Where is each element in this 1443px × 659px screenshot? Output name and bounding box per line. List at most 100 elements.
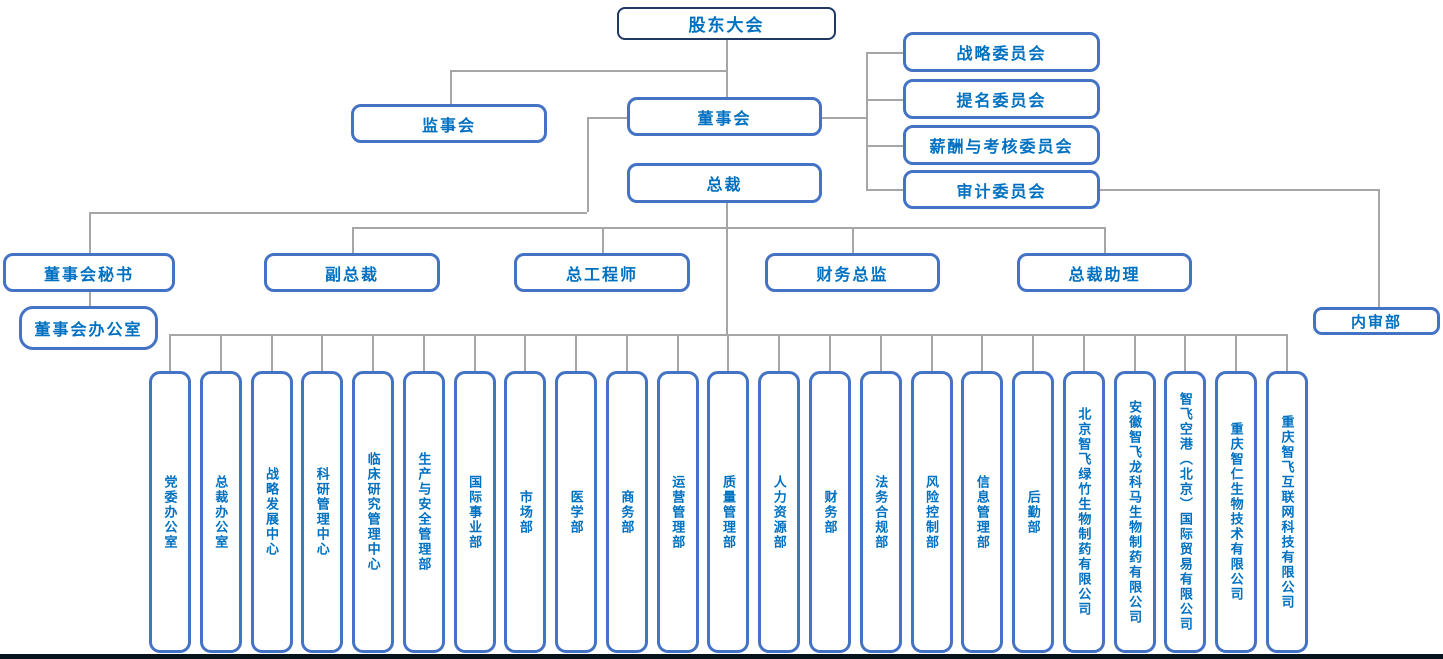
connector-line bbox=[1100, 189, 1378, 191]
connector-line bbox=[1032, 334, 1035, 371]
dept-label: 人力资源部 bbox=[771, 474, 787, 550]
connector-line bbox=[866, 52, 903, 54]
node-label: 内审部 bbox=[1350, 313, 1402, 331]
connector-line bbox=[866, 145, 903, 147]
connector-line bbox=[930, 334, 933, 371]
dept-label: 战略发展中心 bbox=[264, 467, 280, 557]
dept-box: 商务部 bbox=[605, 371, 648, 653]
connector-line bbox=[676, 334, 679, 371]
node-label: 董事会秘书 bbox=[43, 266, 134, 284]
connector-line bbox=[879, 334, 882, 371]
node-board-of-directors: 董事会 bbox=[627, 97, 822, 136]
dept-label: 商务部 bbox=[619, 489, 635, 535]
dept-label: 信息管理部 bbox=[974, 474, 990, 550]
dept-label: 安徽智飞龙科马生物制药有限公司 bbox=[1127, 399, 1143, 625]
dept-label: 国际事业部 bbox=[467, 474, 483, 550]
connector-line bbox=[352, 227, 1104, 229]
node-vice-president: 副总裁 bbox=[264, 253, 440, 292]
connector-line bbox=[270, 334, 273, 371]
connector-line bbox=[726, 40, 728, 97]
connector-line bbox=[726, 203, 728, 334]
connector-line bbox=[727, 334, 730, 371]
dept-box: 质量管理部 bbox=[707, 371, 750, 653]
node-shareholders-meeting: 股东大会 bbox=[617, 7, 836, 40]
node-label: 总裁助理 bbox=[1068, 266, 1141, 284]
node-president-assistant: 总裁助理 bbox=[1017, 253, 1192, 292]
connector-line bbox=[422, 334, 425, 371]
connector-line bbox=[219, 334, 222, 371]
connector-line bbox=[575, 334, 578, 371]
dept-box: 临床研究管理中心 bbox=[352, 371, 395, 653]
node-label: 审计委员会 bbox=[956, 183, 1047, 201]
dept-box: 运营管理部 bbox=[656, 371, 699, 653]
dept-label: 临床研究管理中心 bbox=[365, 452, 381, 572]
connector-line bbox=[1133, 334, 1136, 371]
connector-line bbox=[372, 334, 375, 371]
dept-box: 科研管理中心 bbox=[301, 371, 344, 653]
node-board-office: 董事会办公室 bbox=[19, 306, 158, 350]
connector-line bbox=[89, 292, 91, 306]
connector-line bbox=[89, 212, 587, 214]
dept-label: 风险控制部 bbox=[924, 474, 940, 550]
dept-label: 后勤部 bbox=[1025, 489, 1041, 535]
node-president: 总裁 bbox=[627, 163, 822, 203]
node-label: 战略委员会 bbox=[956, 46, 1047, 63]
dept-box: 人力资源部 bbox=[758, 371, 801, 653]
dept-box: 重庆智飞互联网科技有限公司 bbox=[1265, 371, 1308, 653]
dept-box: 市场部 bbox=[504, 371, 547, 653]
node-nomination-committee: 提名委员会 bbox=[903, 79, 1100, 119]
node-finance-director: 财务总监 bbox=[765, 253, 940, 292]
node-internal-audit-dept: 内审部 bbox=[1313, 307, 1440, 335]
connector-line bbox=[169, 334, 171, 371]
dept-label: 重庆智仁生物技术有限公司 bbox=[1228, 422, 1244, 602]
dept-box: 安徽智飞龙科马生物制药有限公司 bbox=[1113, 371, 1156, 653]
dept-box: 信息管理部 bbox=[961, 371, 1004, 653]
connector-line bbox=[89, 212, 91, 253]
bottom-edge-strip bbox=[0, 654, 1443, 659]
dept-label: 法务合规部 bbox=[873, 474, 889, 550]
node-board-secretary: 董事会秘书 bbox=[3, 253, 175, 292]
dept-box: 医学部 bbox=[555, 371, 598, 653]
dept-label: 质量管理部 bbox=[720, 474, 736, 550]
node-audit-committee: 审计委员会 bbox=[903, 170, 1100, 209]
connector-line bbox=[473, 334, 476, 371]
dept-label: 市场部 bbox=[517, 489, 533, 535]
node-label: 董事会办公室 bbox=[34, 322, 143, 339]
dept-box: 生产与安全管理部 bbox=[402, 371, 445, 653]
connector-line bbox=[1285, 334, 1288, 371]
node-label: 股东大会 bbox=[688, 16, 765, 35]
node-label: 董事会 bbox=[697, 110, 752, 128]
node-label: 总工程师 bbox=[565, 266, 638, 284]
node-strategy-committee: 战略委员会 bbox=[903, 32, 1100, 72]
connector-line bbox=[1235, 334, 1238, 371]
dept-box: 国际事业部 bbox=[453, 371, 496, 653]
dept-label: 北京智飞绿竹生物制药有限公司 bbox=[1076, 407, 1092, 617]
connector-line bbox=[625, 334, 628, 371]
dept-label: 科研管理中心 bbox=[314, 467, 330, 557]
connector-line bbox=[829, 334, 831, 371]
dept-box: 风险控制部 bbox=[910, 371, 953, 653]
dept-box: 法务合规部 bbox=[859, 371, 902, 653]
connector-line bbox=[602, 227, 604, 253]
connector-line bbox=[1184, 334, 1187, 371]
node-label: 提名委员会 bbox=[956, 93, 1047, 110]
dept-label: 重庆智飞互联网科技有限公司 bbox=[1279, 414, 1295, 610]
dept-box: 财务部 bbox=[809, 371, 851, 653]
dept-box: 战略发展中心 bbox=[250, 371, 293, 653]
dept-label: 医学部 bbox=[568, 489, 584, 535]
dept-box: 后勤部 bbox=[1012, 371, 1055, 653]
dept-box: 党委办公室 bbox=[149, 371, 191, 653]
connector-line bbox=[778, 334, 781, 371]
connector-line bbox=[1082, 334, 1085, 371]
connector-line bbox=[587, 117, 589, 212]
connector-line bbox=[1104, 227, 1106, 253]
node-label: 财务总监 bbox=[816, 266, 889, 284]
node-label: 副总裁 bbox=[324, 266, 379, 284]
connector-line bbox=[587, 117, 627, 119]
node-label: 薪酬与考核委员会 bbox=[929, 139, 1074, 156]
node-chief-engineer: 总工程师 bbox=[514, 253, 690, 292]
connector-line bbox=[852, 227, 854, 253]
connector-line bbox=[822, 117, 866, 119]
dept-label: 运营管理部 bbox=[670, 474, 686, 550]
